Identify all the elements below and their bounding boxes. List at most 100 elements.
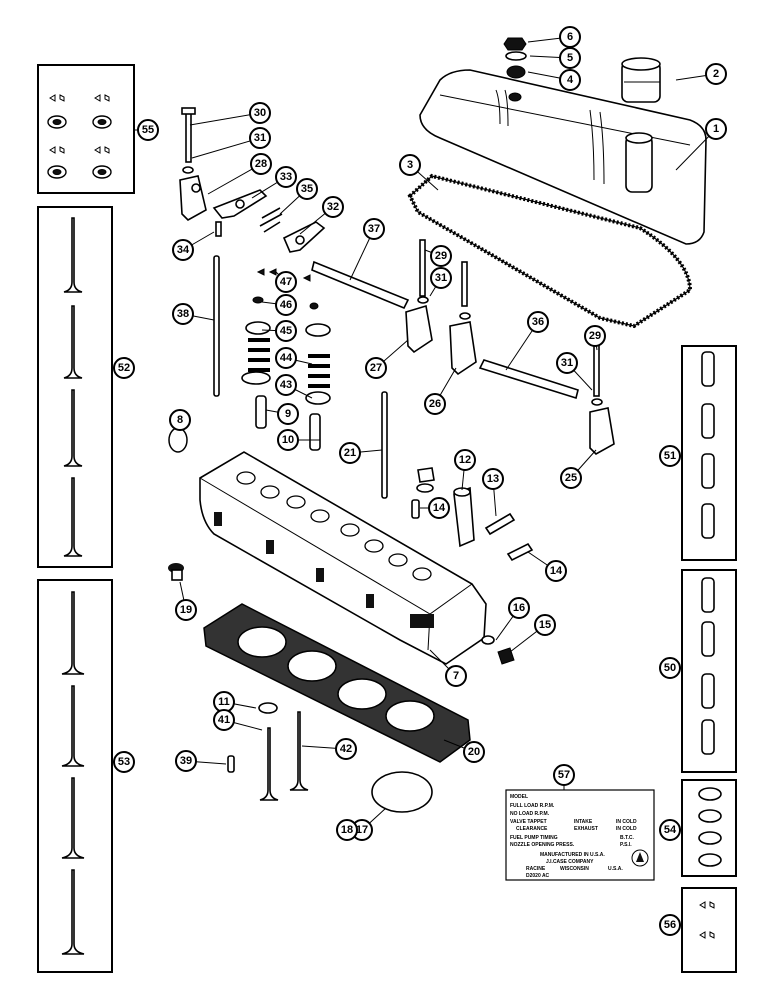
- callout-number: 3: [407, 159, 413, 171]
- callout-31: 31: [556, 352, 578, 374]
- callout-51: 51: [659, 445, 681, 467]
- callout-number: 38: [177, 308, 189, 320]
- callout-1: 1: [705, 118, 727, 140]
- callout-7: 7: [445, 665, 467, 687]
- callout-number: 28: [255, 158, 267, 170]
- callout-31: 31: [430, 267, 452, 289]
- callout-number: 5: [567, 52, 573, 64]
- callout-54: 54: [659, 819, 681, 841]
- cylinder-head: [168, 451, 487, 665]
- callout-circle: [336, 819, 358, 841]
- callout-45: 45: [275, 320, 297, 342]
- callout-number: 17: [356, 824, 368, 836]
- callout-circle: [339, 442, 361, 464]
- callout-circle: [175, 599, 197, 621]
- callout-17: 17: [351, 819, 373, 841]
- callout-circle: [482, 468, 504, 490]
- callout-circle: [275, 347, 297, 369]
- eagle-logo: [631, 849, 649, 867]
- intake-valve-set: [61, 591, 85, 955]
- callout-number: 53: [118, 756, 130, 768]
- plate-clearance: CLEARANCE: [516, 826, 548, 832]
- callout-circle: [169, 409, 191, 431]
- cover-nut-washer-seal: [503, 37, 527, 79]
- callout-circle: [559, 69, 581, 91]
- callout-circle: [430, 245, 452, 267]
- plate-no-load: NO LOAD R.P.M.: [510, 811, 550, 817]
- callout-number: 19: [180, 604, 192, 616]
- callout-circle: [559, 26, 581, 48]
- callout-52: 52: [113, 357, 135, 379]
- callout-15: 15: [534, 614, 556, 636]
- valve-springs: [241, 268, 331, 451]
- callout-28: 28: [250, 153, 272, 175]
- breather-cap: [621, 57, 661, 103]
- callout-18: 18: [336, 819, 358, 841]
- callout-number: 9: [285, 408, 291, 420]
- callout-number: 2: [713, 68, 719, 80]
- callout-46: 46: [275, 294, 297, 316]
- callout-number: 7: [453, 670, 459, 682]
- callout-36: 36: [527, 311, 549, 333]
- callout-number: 16: [513, 602, 525, 614]
- callout-circle: [399, 154, 421, 176]
- callout-circle: [463, 741, 485, 763]
- callout-number: 35: [301, 183, 313, 195]
- callout-26: 26: [424, 393, 446, 415]
- callout-circle: [659, 445, 681, 467]
- plate-partno: D2020 AC: [526, 873, 550, 879]
- callout-number: 4: [567, 74, 574, 86]
- callout-circle: [584, 325, 606, 347]
- callout-number: 29: [435, 250, 447, 262]
- callout-circle: [363, 218, 385, 240]
- plate-fuel-pump-timing: FUEL PUMP TIMING: [510, 835, 558, 841]
- callout-number: 31: [561, 357, 573, 369]
- callout-circle: [705, 118, 727, 140]
- callout-circle: [335, 738, 357, 760]
- callout-circle: [175, 750, 197, 772]
- callout-number: 55: [142, 124, 154, 136]
- callout-37: 37: [363, 218, 385, 240]
- exhaust-valve-set: [63, 217, 83, 557]
- callout-number: 33: [280, 171, 292, 183]
- callout-20: 20: [463, 741, 485, 763]
- plate-full-load: FULL LOAD R.P.M.: [510, 803, 555, 809]
- valve-cover: [419, 69, 707, 245]
- callout-circle: [249, 127, 271, 149]
- kit-panel-54: [681, 779, 737, 877]
- callout-56: 56: [659, 914, 681, 936]
- callout-circle: [250, 153, 272, 175]
- callout-circle: [445, 665, 467, 687]
- kit-panel-52: [37, 206, 113, 568]
- callout-circle: [172, 303, 194, 325]
- callout-57: 57: [553, 764, 575, 786]
- callout-number: 11: [218, 696, 230, 708]
- callout-circle: [275, 374, 297, 396]
- callout-number: 41: [218, 714, 230, 726]
- plate-btc: B.T.C.: [620, 835, 635, 841]
- callout-number: 31: [254, 132, 266, 144]
- callout-circle: [556, 352, 578, 374]
- callout-circle: [659, 657, 681, 679]
- callout-47: 47: [275, 271, 297, 293]
- callout-number: 15: [539, 619, 551, 631]
- callout-number: 52: [118, 362, 130, 374]
- callout-circle: [508, 597, 530, 619]
- callout-19: 19: [175, 599, 197, 621]
- callout-number: 8: [177, 414, 183, 426]
- callout-number: 20: [468, 746, 480, 758]
- callout-25: 25: [560, 467, 582, 489]
- kit-panel-53: [37, 579, 113, 973]
- callout-circle: [560, 467, 582, 489]
- callout-circle: [275, 320, 297, 342]
- callout-number: 47: [280, 276, 292, 288]
- callout-39: 39: [175, 750, 197, 772]
- callout-number: 12: [459, 454, 471, 466]
- callout-number: 14: [550, 565, 563, 577]
- callout-27: 27: [365, 357, 387, 379]
- callout-circle: [527, 311, 549, 333]
- callout-6: 6: [559, 26, 581, 48]
- callout-number: 10: [282, 434, 294, 446]
- callout-circle: [553, 764, 575, 786]
